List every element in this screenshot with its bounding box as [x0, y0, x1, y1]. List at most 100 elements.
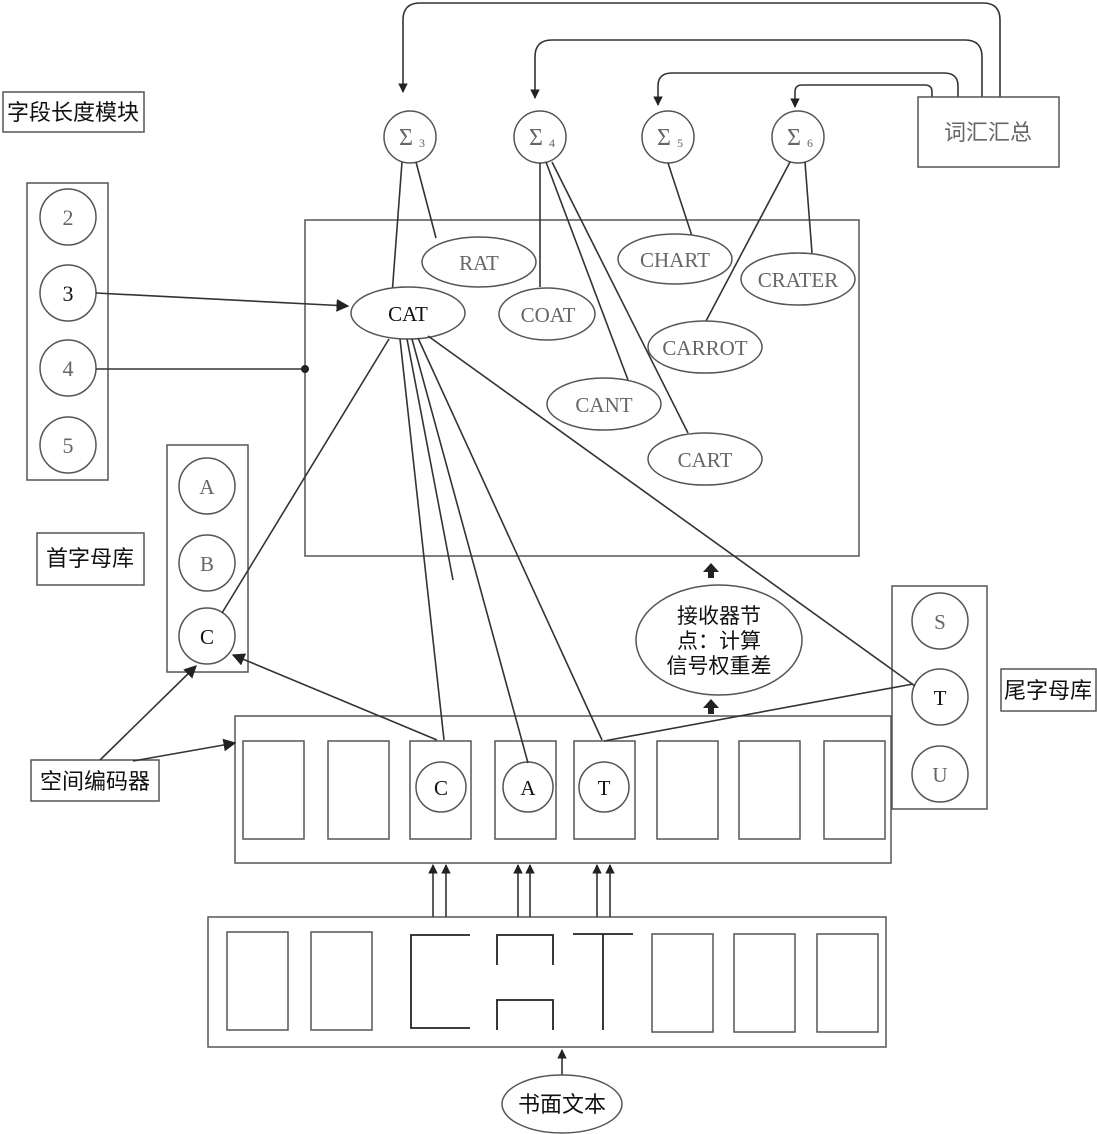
encoder-slot [823, 740, 886, 840]
svg-text:CRATER: CRATER [758, 268, 839, 292]
svg-text:点：计算: 点：计算 [677, 629, 761, 653]
svg-text:CARROT: CARROT [662, 336, 747, 360]
first-letter-node-c[interactable]: C [178, 607, 236, 665]
sum-node-5[interactable]: Σ 5 [641, 110, 695, 164]
encoder-letter-node-t[interactable]: T [578, 761, 630, 813]
last-letter-bank-label-box: 尾字母库 [1000, 668, 1097, 712]
spatial-encoder-label-box: 空间编码器 [30, 759, 160, 802]
up-arrow-icon [703, 563, 719, 578]
svg-text:Σ: Σ [787, 125, 801, 151]
glyph-c-features [410, 934, 470, 1029]
svg-text:3: 3 [63, 281, 74, 306]
word-node-crater[interactable]: CRATER [740, 252, 856, 306]
word-node-rat[interactable]: RAT [421, 236, 537, 288]
last-letter-node-s[interactable]: S [911, 592, 969, 650]
word-node-cant[interactable]: CANT [546, 377, 662, 431]
vocabulary-summary-label: 词汇汇总 [944, 120, 1032, 145]
svg-text:C: C [200, 625, 214, 649]
length-node-4[interactable]: 4 [39, 339, 97, 397]
sum-node-3[interactable]: Σ 3 [383, 110, 437, 164]
svg-text:Σ: Σ [529, 125, 543, 151]
first-letter-node-b[interactable]: B [178, 534, 236, 592]
svg-text:S: S [934, 610, 946, 634]
last-letter-bank: S T U [891, 585, 988, 810]
sum-nodes: Σ 3 Σ 4 Σ 5 Σ 6 [383, 110, 825, 164]
svg-text:CHART: CHART [640, 248, 710, 272]
encoder-slot [738, 740, 801, 840]
first-letter-node-a[interactable]: A [178, 457, 236, 515]
feedback-lines [398, 2, 1001, 108]
word-node-cart[interactable]: CART [647, 432, 763, 486]
first-letter-bank-label: 首字母库 [46, 546, 134, 571]
svg-text:书面文本: 书面文本 [518, 1092, 606, 1117]
written-text-region [207, 916, 887, 1048]
svg-text:CANT: CANT [575, 393, 632, 417]
first-letter-bank: A B C [166, 444, 249, 673]
encoder-letter-node-c[interactable]: C [415, 761, 467, 813]
text-slot [226, 931, 289, 1031]
svg-text:3: 3 [419, 136, 425, 150]
vocabulary-summary-box: 词汇汇总 [917, 96, 1060, 168]
length-node-5[interactable]: 5 [39, 416, 97, 474]
svg-text:4: 4 [549, 136, 555, 150]
svg-text:Σ: Σ [657, 125, 671, 151]
length-node-2[interactable]: 2 [39, 188, 97, 246]
glyph-t-features [573, 933, 633, 1030]
length-node-3[interactable]: 3 [39, 264, 97, 322]
encoder-slot [327, 740, 390, 840]
last-letter-node-u[interactable]: U [911, 745, 969, 803]
word-node-cat[interactable]: CAT [350, 286, 466, 340]
svg-text:5: 5 [677, 136, 683, 150]
receiver-node[interactable]: 接收器节 点：计算 信号权重差 [635, 584, 803, 696]
word-node-carrot[interactable]: CARROT [647, 320, 763, 374]
glyph-a-features [496, 934, 554, 1030]
svg-text:CART: CART [678, 448, 733, 472]
cat-letter-links [221, 335, 916, 764]
svg-text:T: T [598, 776, 611, 800]
svg-text:4: 4 [63, 356, 74, 381]
sum-node-4[interactable]: Σ 4 [513, 110, 567, 164]
first-letter-bank-label-box: 首字母库 [36, 532, 145, 586]
text-slot [310, 931, 373, 1031]
encoder-letter-node-a[interactable]: A [502, 761, 554, 813]
last-letter-bank-label: 尾字母库 [1004, 678, 1092, 703]
svg-text:A: A [199, 475, 215, 499]
length-node-bank: 2 3 4 5 [26, 182, 109, 481]
svg-text:C: C [434, 776, 448, 800]
svg-text:2: 2 [63, 205, 74, 230]
svg-text:6: 6 [807, 136, 813, 150]
written-text-node[interactable]: 书面文本 [501, 1049, 623, 1134]
svg-text:CAT: CAT [388, 302, 428, 326]
svg-text:A: A [520, 776, 536, 800]
spatial-encoder-region: C A T [234, 715, 892, 864]
encoder-arrows [99, 653, 438, 762]
field-length-module-label: 字段长度模块 [7, 100, 139, 125]
field-length-module-label-box: 字段长度模块 [2, 91, 145, 133]
svg-text:T: T [934, 686, 947, 710]
svg-text:信号权重差: 信号权重差 [667, 654, 772, 678]
svg-text:U: U [932, 763, 947, 787]
text-slot [651, 933, 714, 1033]
text-slot [733, 933, 796, 1033]
up-arrow-icon [703, 699, 719, 714]
svg-text:接收器节: 接收器节 [677, 604, 761, 628]
word-node-chart[interactable]: CHART [617, 233, 733, 285]
svg-text:COAT: COAT [521, 303, 576, 327]
svg-text:RAT: RAT [459, 251, 499, 275]
svg-text:B: B [200, 552, 214, 576]
encoder-slot [656, 740, 719, 840]
length-links [95, 292, 350, 373]
svg-text:5: 5 [63, 433, 74, 458]
svg-text:Σ: Σ [399, 125, 413, 151]
spatial-encoder-label: 空间编码器 [40, 769, 150, 794]
encoder-slot [242, 740, 305, 840]
junction-dot [301, 365, 309, 373]
receiver-arrows [703, 563, 719, 714]
last-letter-node-t[interactable]: T [911, 668, 969, 726]
feature-arrows [428, 864, 615, 917]
word-nodes: RAT CAT COAT CHART CRATER CARROT CANT C [350, 233, 856, 486]
text-slot [816, 933, 879, 1033]
sum-node-6[interactable]: Σ 6 [771, 110, 825, 164]
word-node-coat[interactable]: COAT [498, 287, 596, 341]
